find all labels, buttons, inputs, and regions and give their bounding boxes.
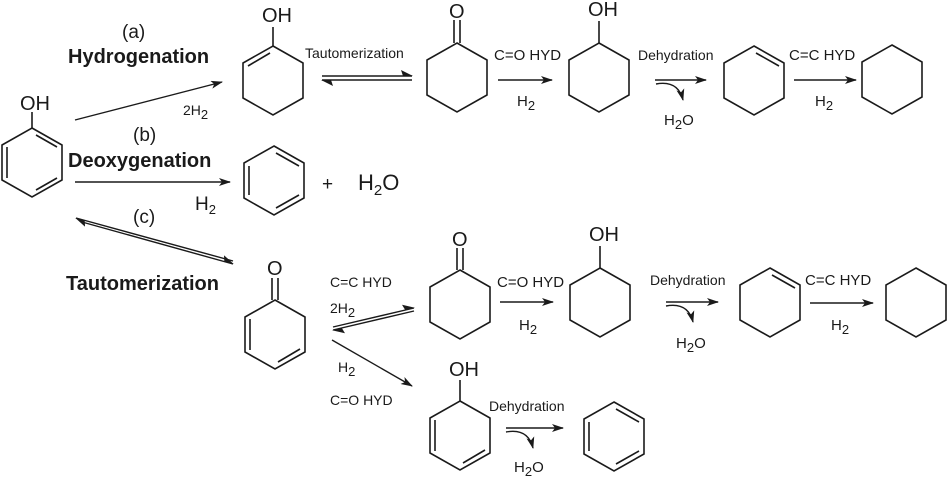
step-cc-hyd-label: C=C HYD xyxy=(805,272,871,289)
deoxygenation-reagent: H2 xyxy=(195,194,216,217)
molecule-cyclohexadienol: OH xyxy=(429,359,491,471)
pathway-b-name: Deoxygenation xyxy=(68,150,211,172)
plus-sign: + xyxy=(322,174,333,195)
pathway-c-letter: (c) xyxy=(133,207,155,228)
pathway-c-name: Tautomerization xyxy=(66,273,219,295)
molecule-benzene xyxy=(243,145,305,216)
step-cc-hyd-label: C=C HYD xyxy=(330,274,392,290)
water-product: H2O xyxy=(358,170,399,199)
arrow-cc-hyd-reverse xyxy=(332,310,415,334)
oh-label: OH xyxy=(262,5,292,27)
step-co-hyd-label: C=O HYD xyxy=(494,47,561,64)
arrow-tautomer-reverse xyxy=(75,217,234,262)
pathway-a-name: Hydrogenation xyxy=(68,46,209,68)
arrow-hydrogenation xyxy=(74,80,223,121)
molecule-cyclohexanone: O xyxy=(429,229,491,340)
o-label: O xyxy=(267,258,283,280)
molecule-cyclohexane xyxy=(885,267,947,338)
oh-label: OH xyxy=(588,0,618,21)
molecule-cyclohexane xyxy=(861,44,923,115)
molecule-cyclohexene xyxy=(739,267,801,338)
arrow-cc-hyd-forward xyxy=(332,304,415,328)
molecule-cyclohexanol: OH xyxy=(568,0,630,113)
h2-label: H2 xyxy=(831,317,849,337)
oh-label: OH xyxy=(589,224,619,246)
molecule-cyclohexenol: OH xyxy=(242,5,304,116)
molecule-cyclohexene xyxy=(723,45,785,116)
molecule-phenol: OH xyxy=(1,93,63,198)
o-label: O xyxy=(449,1,465,23)
arrow-water-loss xyxy=(655,82,685,101)
two-h2-label: 2H2 xyxy=(330,300,355,320)
hydrogenation-reagent: 2H2 xyxy=(183,102,208,122)
step-cc-hyd-label: C=C HYD xyxy=(789,47,855,64)
water-label: H2O xyxy=(664,112,694,132)
molecule-cyclohexanol: OH xyxy=(569,224,631,338)
arrow-tautomer-forward xyxy=(81,221,234,265)
arrow-co-hyd-branch xyxy=(331,339,413,387)
step-tautomerization-label: Tautomerization xyxy=(305,45,404,61)
step-co-hyd-label: C=O HYD xyxy=(497,274,564,291)
step-dehydration-label: Dehydration xyxy=(650,272,726,288)
step-dehydration-label: Dehydration xyxy=(489,398,565,414)
h2-label: H2 xyxy=(517,93,535,113)
h2-label: H2 xyxy=(815,93,833,113)
pathway-a-letter: (a) xyxy=(122,22,145,43)
step-dehydration-label: Dehydration xyxy=(638,47,714,63)
o-label: O xyxy=(452,229,468,251)
water-label: H2O xyxy=(676,335,706,355)
molecule-cyclohexanone: O xyxy=(426,1,488,113)
pathway-b-letter: (b) xyxy=(133,125,156,146)
arrow-water-loss xyxy=(665,304,695,323)
h2-label: H2 xyxy=(338,359,355,379)
step-co-hyd-label: C=O HYD xyxy=(330,392,393,408)
arrow-water-loss xyxy=(505,430,535,449)
molecule-benzene xyxy=(583,401,645,472)
oh-label: OH xyxy=(20,93,50,115)
water-label: H2O xyxy=(514,459,544,479)
oh-label: OH xyxy=(449,359,479,381)
molecule-cyclohexadienone: O xyxy=(244,258,306,370)
h2-label: H2 xyxy=(519,317,537,337)
